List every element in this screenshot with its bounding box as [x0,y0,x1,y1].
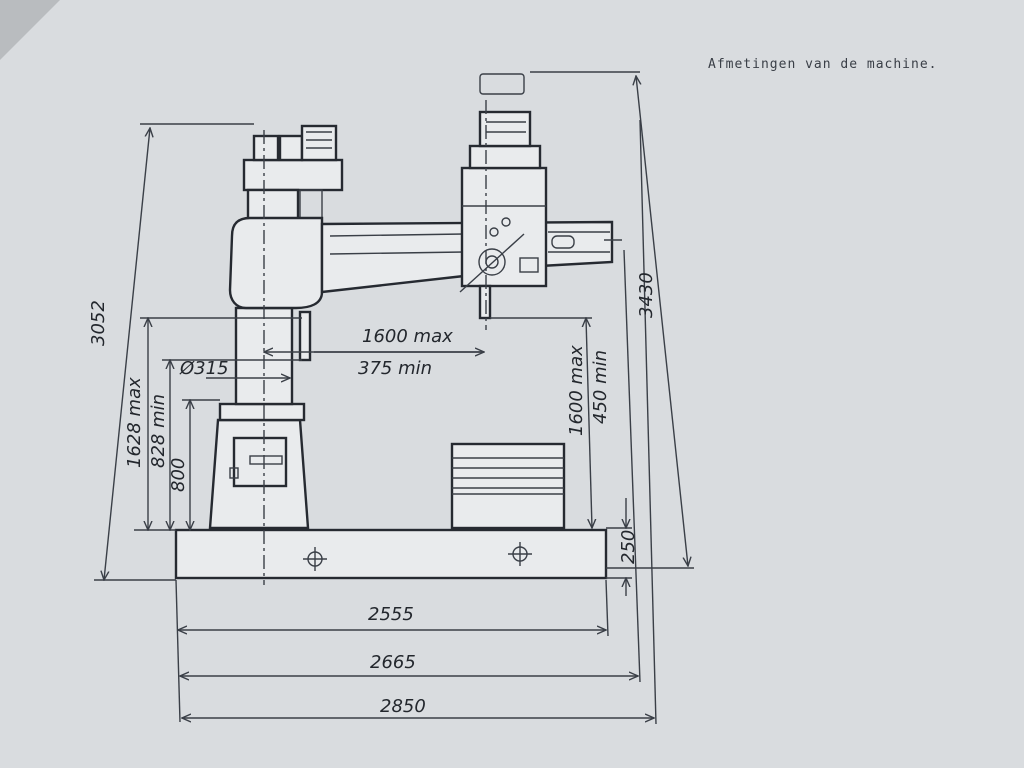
column-pedestal [208,402,310,530]
dim-arm-reach-max: 1600 max [362,326,453,347]
reference-post [298,310,312,362]
drilling-head [459,73,548,320]
dim-spindle-base-min: 828 min [148,394,169,468]
work-table [450,442,566,530]
dim-base-length: 2555 [368,604,414,625]
dim-spindle-base-max: 1628 max [124,377,145,468]
dim-overall-length: 2850 [380,696,426,717]
dimension-lines [94,71,694,725]
dim-length-mid: 2665 [370,652,416,673]
column-head [228,124,344,310]
base-plate [174,528,608,580]
dim-column-diameter: Ø315 [179,358,229,379]
base-mounting-hole-right [508,542,532,566]
dim-max-height: 3430 [636,272,657,318]
dim-spindle-table-max: 1600 max [566,345,587,436]
dim-overall-height: 3052 [88,300,109,346]
dim-base-height: 250 [618,530,639,564]
base-mounting-hole-left [303,547,327,571]
paper-corner [0,0,60,60]
dim-arm-reach-min: 375 min [358,358,432,379]
dim-column-base-height: 800 [168,458,189,492]
spindle [478,284,492,320]
dim-spindle-table-min: 450 min [590,350,611,424]
drawing-caption: Afmetingen van de machine. [708,57,938,72]
